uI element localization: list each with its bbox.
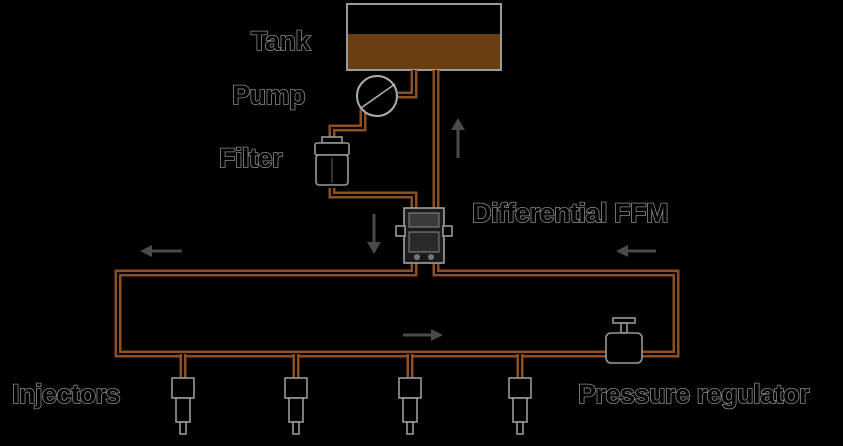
arrow-right-icon: [403, 329, 443, 341]
pressure-regulator-icon: [605, 317, 643, 364]
pressure-regulator-label: Pressure regulator: [578, 379, 810, 409]
differential-ffm-icon: [395, 207, 453, 264]
arrow-up-icon: [451, 118, 465, 158]
ffm-label: Differential FFM: [472, 198, 668, 228]
injectors-label: Injectors: [12, 379, 120, 409]
injector-icon: [508, 377, 532, 435]
arrow-left-icon: [616, 245, 656, 257]
pump-label: Pump: [232, 80, 305, 110]
pump-icon: [356, 75, 398, 117]
injector-icon: [171, 377, 195, 435]
injector-icon: [398, 377, 422, 435]
tank-label: Tank: [251, 26, 311, 56]
pipe-network: [114, 70, 680, 380]
filter-icon: [314, 136, 350, 186]
arrow-left-icon: [140, 245, 182, 257]
injector-icon: [284, 377, 308, 435]
tank: [346, 3, 502, 71]
tank-fuel: [348, 34, 500, 69]
filter-label: Filter: [219, 143, 283, 173]
arrow-down-icon: [367, 214, 381, 254]
